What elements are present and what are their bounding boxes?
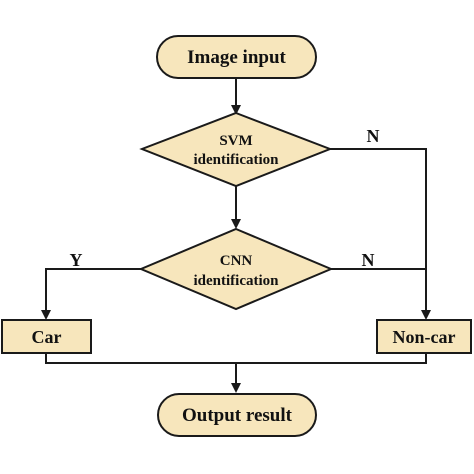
arrow-svm-no-to-noncar xyxy=(330,148,431,320)
cnn-decision-node: CNN identification xyxy=(138,227,334,311)
output-node-shape xyxy=(157,393,317,437)
arrow-cnn-yes-to-car xyxy=(41,268,141,320)
cnn-yes-label: Y xyxy=(70,250,83,270)
svm-decision-shape xyxy=(139,111,333,188)
car-node-label: Car xyxy=(32,327,62,347)
output-node: Output result xyxy=(157,393,317,437)
noncar-node: Non-car xyxy=(376,319,472,354)
start-node-shape xyxy=(156,35,317,79)
start-node: Image input xyxy=(156,35,317,79)
connectors xyxy=(41,78,431,393)
noncar-node-shape xyxy=(376,319,472,354)
car-node-shape xyxy=(1,319,92,354)
cnn-decision-shape xyxy=(138,227,334,311)
start-node-label: Image input xyxy=(187,47,286,68)
noncar-node-label: Non-car xyxy=(393,327,456,347)
cnn-decision-label-line2: identification xyxy=(194,273,280,289)
line-car-to-merge xyxy=(45,353,427,364)
cnn-decision-label-line1: CNN xyxy=(220,253,253,269)
car-node: Car xyxy=(1,319,92,354)
svm-decision-label-line2: identification xyxy=(194,152,280,168)
output-node-label: Output result xyxy=(182,405,293,426)
cnn-no-label: N xyxy=(362,250,375,270)
svm-decision-node: SVM identification xyxy=(139,111,333,188)
svm-decision-label-line1: SVM xyxy=(219,133,252,149)
svm-no-label: N xyxy=(367,126,380,146)
